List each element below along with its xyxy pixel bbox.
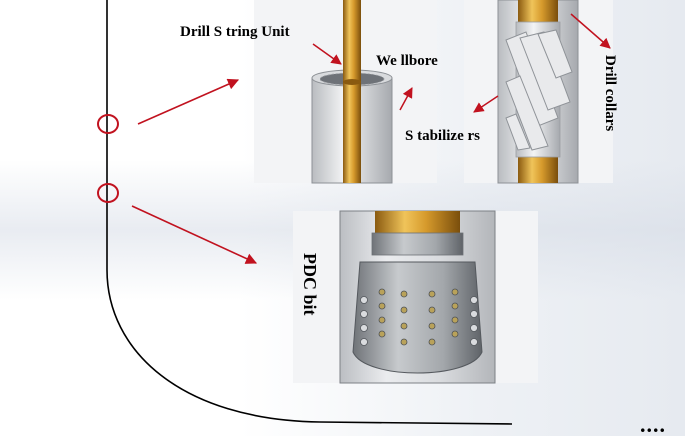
stabilizer-blades <box>505 29 573 151</box>
label-stabilizers: S tabilize rs <box>405 128 480 144</box>
drill-collar-lower <box>518 157 558 183</box>
pdc-cutters <box>378 288 459 346</box>
continuation-ellipsis: .... <box>640 412 666 436</box>
arrow-drill-string <box>312 43 342 65</box>
pdc-bit-body <box>352 261 483 374</box>
label-drill-string-unit: Drill S tring Unit <box>180 24 290 40</box>
stabilizer-panel <box>464 0 613 184</box>
marker-circle-upper <box>97 114 119 134</box>
label-wellbore: We llbore <box>376 53 438 69</box>
label-pdc-bit: PDC bit <box>300 253 320 316</box>
drill-collar-upper <box>518 0 558 22</box>
arrow-wellbore <box>399 87 413 111</box>
arrow-drill-collars <box>570 13 611 49</box>
bit-collar <box>375 211 460 233</box>
arrow-to-wellbore-view <box>137 78 240 125</box>
marker-circle-lower <box>97 183 119 203</box>
arrow-stabilizers <box>473 95 499 113</box>
wellbore-panel <box>254 0 437 184</box>
well-trajectory <box>106 0 513 425</box>
arrow-to-bit-view <box>131 205 258 264</box>
pdc-bit-panel <box>293 210 538 384</box>
drill-string-rod <box>343 0 361 183</box>
label-drill-collars: Drill collars <box>602 55 618 131</box>
